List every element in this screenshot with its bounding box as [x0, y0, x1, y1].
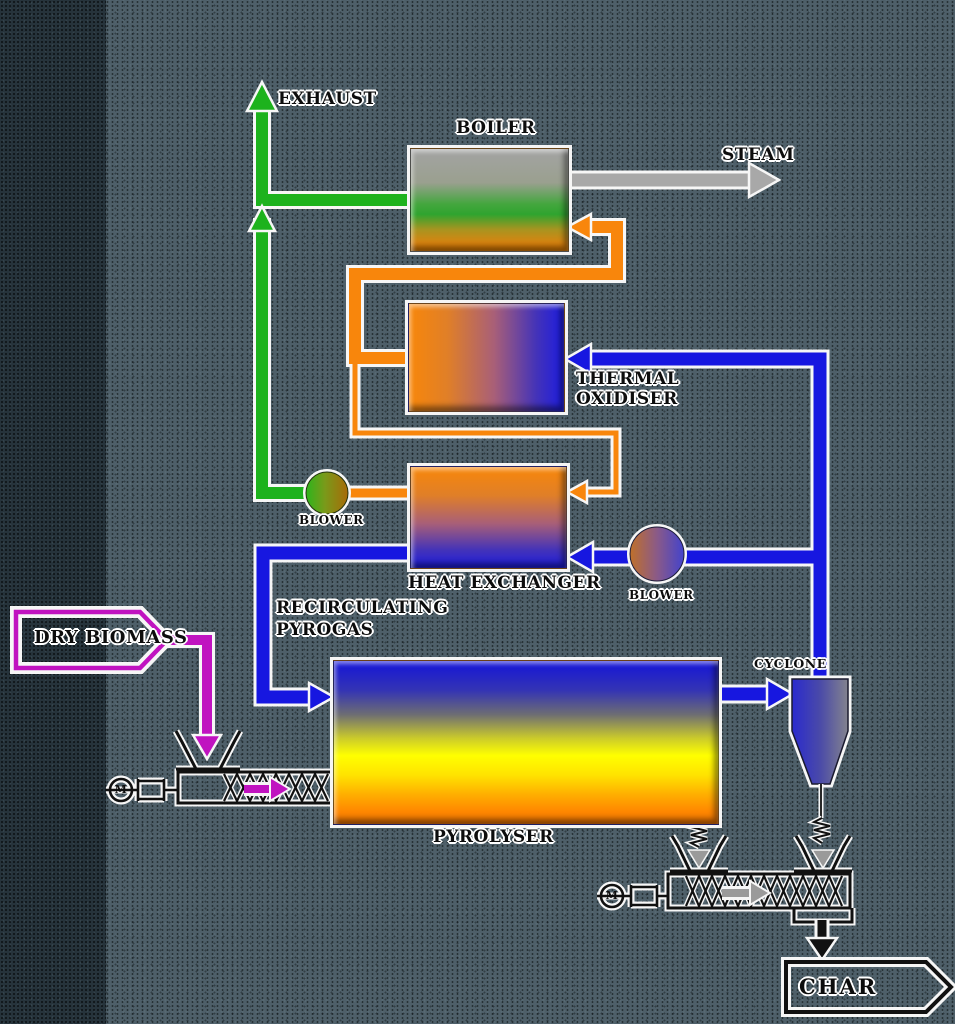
blower-left-symbol [303, 469, 351, 517]
pyrogas-into-oxidiser-arrow [562, 341, 593, 377]
arrowheads [190, 79, 796, 762]
char-coupling-icon [597, 885, 668, 907]
thermal-oxidiser-label-1: THERMAL [576, 369, 680, 389]
flue-into-boiler-arrow [564, 211, 593, 243]
char-label: CHAR [799, 974, 878, 999]
pipe-cores [156, 110, 827, 738]
exhaust-junction-arrow [246, 203, 278, 233]
steam-arrow [747, 160, 782, 200]
flue-to-hx-pipe [352, 356, 619, 495]
cyclone-label: CYCLONE [754, 656, 827, 671]
feed-coupling-icon [106, 779, 178, 801]
feed-hopper-icon [174, 730, 242, 771]
hopper-right-flow-icon [810, 849, 836, 870]
char-hopper-left-icon [670, 835, 728, 873]
pyrogas-into-hx-arrow [564, 539, 595, 575]
hopper-left-flow-icon [686, 849, 712, 870]
thermal-oxidiser-vessel [408, 303, 565, 412]
feed-motor-label: M [114, 783, 128, 796]
recirculating-pyrogas-label-1: RECIRCULATING [276, 598, 449, 618]
exhaust-arrow [244, 79, 280, 113]
flue-to-boiler-pipe [349, 221, 623, 364]
boiler-vessel [410, 148, 569, 252]
heat-exchanger-vessel [410, 466, 567, 569]
recirculating-pyrogas-label-2: PYROGAS [276, 620, 374, 640]
pyrolyser-vessel [333, 660, 719, 825]
pyrolyser-label: PYROLYSER [433, 827, 554, 847]
blower-right-label: BLOWER [629, 588, 694, 602]
char-trough [666, 872, 852, 910]
dry-biomass-banner [10, 606, 176, 674]
char-banner [781, 957, 955, 1017]
steam-label: STEAM [722, 145, 795, 165]
exhaust-lower-pipe [256, 218, 316, 499]
biomass-down-arrow [190, 733, 224, 762]
pyrogas-into-pyrolyser-arrow [307, 680, 337, 714]
flexible-connectors [683, 815, 831, 850]
blower-right-symbol [627, 524, 687, 584]
heat-exchanger-label: HEAT EXCHANGER [408, 573, 601, 593]
cyclone-drop-spring [811, 817, 831, 844]
char-screw-conveyor [597, 834, 856, 963]
char-drop-arrow [804, 936, 840, 963]
blower-left-label: BLOWER [299, 513, 364, 527]
cyclone-symbol [788, 675, 852, 818]
recirculating-pyrogas-pipe [256, 546, 412, 704]
feed-screw-conveyor [106, 729, 340, 807]
char-hopper-right-icon [794, 835, 852, 873]
boiler-label: BOILER [456, 118, 536, 138]
exhaust-pipe [256, 110, 414, 206]
pyrolyser-drop-spring [688, 822, 708, 848]
pyrogas-riser-pipe [584, 352, 827, 684]
exhaust-label: EXHAUST [278, 89, 377, 109]
into-cyclone-arrow [765, 676, 796, 712]
thermal-oxidiser-label-2: OXIDISER [576, 389, 678, 409]
flue-into-hx-arrow [564, 478, 589, 506]
dry-biomass-label: DRY BIOMASS [34, 627, 188, 648]
left-stripe [0, 0, 106, 1024]
char-motor-label: M [605, 889, 619, 902]
